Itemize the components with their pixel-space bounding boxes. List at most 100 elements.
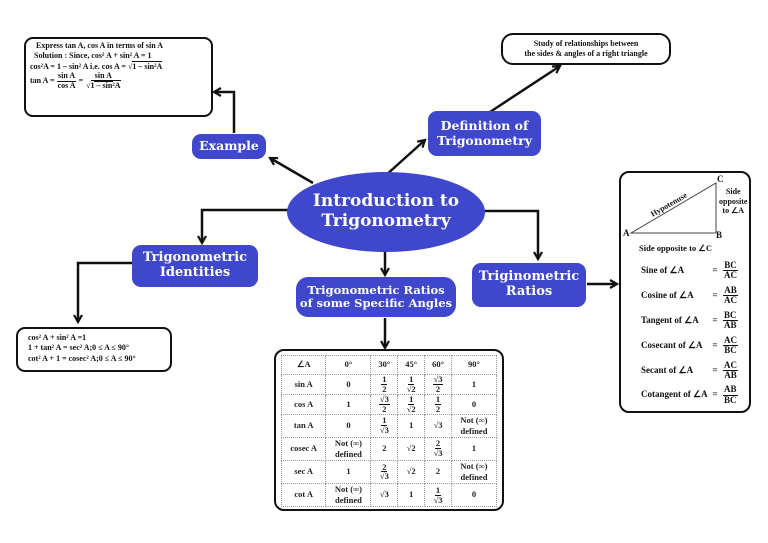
triangle-shape	[629, 182, 717, 234]
cell-line-2: defined	[334, 495, 362, 506]
ratio-name: Cotangent of ∠A	[641, 389, 708, 400]
table-cell: 1	[450, 374, 498, 395]
fraction-denominator: √2	[406, 383, 416, 394]
fraction-numerator: BC	[723, 309, 738, 322]
cell-fraction: 1√3	[433, 484, 444, 505]
side-opposite-a-label: Side opposite to ∠A	[719, 187, 747, 216]
arrow-to-example-note	[214, 92, 236, 133]
table-cell: 0	[450, 482, 498, 508]
cell-line-1: Not (∞)	[334, 483, 362, 494]
node-definition-of-trigonometry[interactable]: Definition of Trigonometry	[428, 111, 541, 156]
example-note-line-2: Solution : Since, cos² A + sin² A = 1	[34, 51, 152, 61]
cell-fraction: 2√3	[433, 439, 444, 458]
ratio-name: Cosecant of ∠A	[641, 339, 703, 350]
example-fraction-1: sin A cos A	[57, 71, 77, 90]
node-trigonometric-ratios-specific-angles[interactable]: Trigonometric Ratios of some Specific An…	[296, 277, 456, 317]
node-trigonometric-identities[interactable]: Trigonometric Identities	[132, 245, 258, 287]
vertex-b-label: B	[716, 230, 723, 240]
definition-line-1: Definition of	[440, 118, 529, 134]
table-cell: 2	[370, 436, 399, 461]
row-label: sec A	[280, 459, 327, 484]
center-topic-introduction-to-trigonometry[interactable]: Introduction to Trigonometry	[287, 172, 485, 252]
table-cell: 1	[325, 393, 372, 415]
fraction-denominator: AB	[724, 369, 737, 380]
specific-angles-line-2: of some Specific Angles	[299, 296, 453, 310]
fraction-numerator: √3	[378, 393, 390, 405]
fraction-denominator: 2	[435, 383, 441, 394]
row-label: tan A	[280, 413, 327, 438]
table-header-cell: 30°	[370, 355, 399, 375]
example-label: Example	[199, 138, 259, 154]
node-triginometric-ratios[interactable]: Triginometric Ratios	[472, 263, 586, 307]
table-header-cell: 60°	[424, 355, 452, 375]
fraction-numerator: 1	[434, 484, 442, 496]
fraction-numerator: AC	[723, 334, 738, 347]
identities-line-2: Identities	[159, 265, 231, 280]
table-cell: 1	[397, 413, 426, 438]
fraction-denominator: √2	[406, 403, 416, 414]
fraction-denominator: √3	[433, 494, 443, 505]
equals-sign: =	[712, 289, 718, 300]
table-cell: Not (∞)defined	[325, 436, 372, 461]
ratio-name: Secant of ∠A	[641, 364, 694, 375]
ratio-definitions-panel: A B C Hypotenuse Side opposite to ∠A Sid…	[619, 171, 751, 413]
table-cell: 1	[397, 482, 426, 508]
definition-note-line-1: Study of relationships between	[533, 39, 639, 48]
node-example[interactable]: Example	[192, 134, 266, 159]
cell-line-1: Not (∞)	[460, 460, 488, 471]
table-cell: √2	[397, 459, 426, 484]
identities-note: cos² A + sin² A =1 1 + tan² A = sec² A;0…	[16, 327, 172, 372]
table-header-cell: ∠A	[280, 355, 327, 375]
cell-line-2: defined	[334, 448, 362, 459]
table-cell: 2	[424, 459, 452, 484]
definition-line-2: Trigonometry	[436, 132, 533, 148]
table-cell: Not (∞)defined	[450, 413, 498, 438]
fraction-denominator: BC	[724, 345, 737, 356]
example-note: Express tan A, cos A in terms of sin A S…	[24, 37, 213, 117]
cell-fraction: 1√2	[406, 394, 417, 414]
row-label: sin A	[280, 374, 327, 395]
fraction-denominator: AB	[724, 320, 737, 331]
row-label: cosec A	[280, 436, 327, 461]
definition-note: Study of relationships between the sides…	[501, 33, 671, 65]
arrow-to-identities	[202, 208, 289, 243]
fraction-denominator-root: 1 – sin²A	[90, 79, 121, 90]
arrow-to-definition-note	[489, 66, 560, 114]
identity-3: cot² A + 1 = cosec² A;0 ≤ A ≤ 90°	[28, 353, 136, 363]
table-cell: 2√3	[424, 436, 452, 461]
fraction-numerator: 1	[434, 393, 442, 405]
fraction-numerator: 1	[408, 374, 415, 385]
vertex-c-label: C	[717, 174, 724, 184]
table-cell: √3	[424, 413, 452, 438]
row-label: cot A	[280, 482, 327, 508]
equals-sign: =	[78, 75, 84, 85]
table-cell: 2√3	[370, 459, 399, 484]
example-fraction-2: sin A √1 – sin²A	[85, 71, 121, 90]
specific-angles-line-1: Trigonometric Ratios	[307, 282, 445, 297]
cell-fraction: 1√3	[379, 416, 390, 435]
identity-1: cos² A + sin² A =1	[28, 333, 87, 342]
table-cell: √2	[397, 436, 426, 461]
fraction-numerator: √3	[432, 374, 444, 385]
table-header-cell: 45°	[397, 355, 426, 375]
equals-sign: =	[712, 265, 718, 276]
example-note-line-3-text: cos²A = 1 – sin² A i.e. cos A =	[30, 61, 128, 71]
side-opposite-c-label: Side opposite to ∠C	[639, 243, 713, 253]
right-triangle-diagram	[629, 182, 717, 234]
